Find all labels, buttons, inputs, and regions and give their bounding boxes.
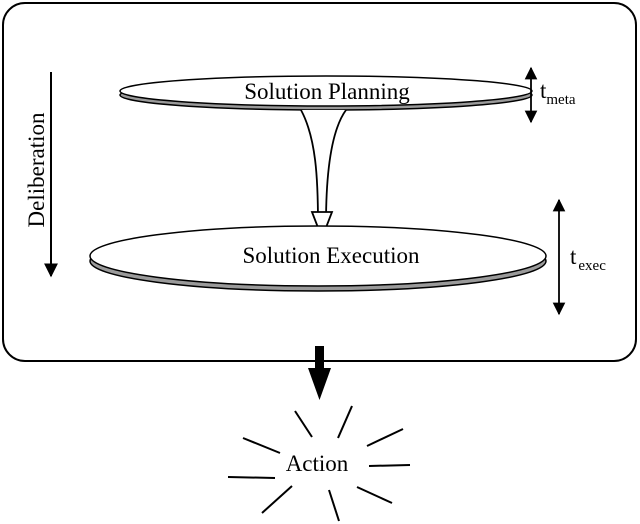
planning-disk: Solution Planning — [119, 75, 533, 111]
deliberation-label: Deliberation — [24, 112, 49, 227]
planning-to-execution-funnel — [300, 109, 347, 241]
t-meta-label: tmeta — [540, 78, 576, 108]
execution-disk-face — [89, 225, 547, 287]
action-burst — [227, 405, 411, 522]
execution-disk: Solution Execution — [89, 225, 547, 292]
t-meta-indicator: tmeta — [524, 66, 576, 124]
output-arrow — [308, 346, 331, 400]
planning-label: Solution Planning — [244, 79, 410, 104]
action-label: Action — [286, 451, 349, 476]
execution-label: Solution Execution — [243, 243, 420, 268]
deliberation-indicator: Deliberation — [24, 72, 58, 278]
